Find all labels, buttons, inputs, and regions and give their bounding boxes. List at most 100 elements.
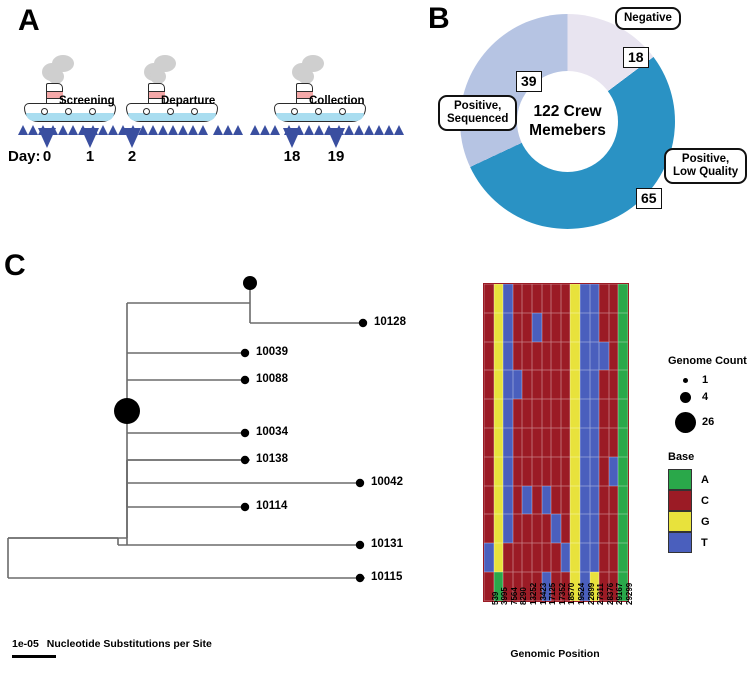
heatmap-cell bbox=[493, 485, 504, 515]
legend-title-genome-count: Genome Count bbox=[668, 355, 747, 367]
wave-icon bbox=[18, 125, 208, 135]
heatmap-cell bbox=[570, 399, 580, 428]
heatmap-cell bbox=[599, 543, 609, 572]
heatmap-cell bbox=[503, 370, 513, 400]
heatmap-cell bbox=[512, 485, 523, 515]
tree-tip-label-10034: 10034 bbox=[256, 426, 288, 438]
heatmap-cell bbox=[531, 341, 542, 371]
heatmap-cell bbox=[493, 399, 504, 428]
heatmap-cell bbox=[522, 514, 532, 544]
day-marker-1 bbox=[81, 128, 99, 148]
heatmap-cell bbox=[579, 456, 590, 486]
heatmap-cell bbox=[484, 427, 494, 457]
tree-tip-label-10039: 10039 bbox=[256, 346, 288, 358]
heatmap-x-tick: 7564 bbox=[509, 587, 519, 605]
callout-positive-sequenced: Positive, Sequenced bbox=[438, 95, 518, 132]
scale-bar-text: Nucleotide Substitutions per Site bbox=[46, 638, 212, 650]
heatmap-cell bbox=[484, 543, 494, 572]
phylogenetic-tree: 10128 10039 10088 10034 10138 10042 1011… bbox=[0, 255, 460, 658]
heatmap-cell bbox=[512, 427, 523, 457]
heatmap-cell bbox=[484, 571, 494, 601]
hull-icon bbox=[126, 103, 218, 122]
heatmap-x-tick: 8290 bbox=[519, 587, 529, 605]
heatmap-cell bbox=[579, 312, 590, 342]
heatmap-cell bbox=[522, 399, 532, 428]
heatmap-cell bbox=[589, 370, 600, 400]
heatmap-cell bbox=[618, 514, 628, 544]
legend-base-swatch bbox=[668, 511, 692, 532]
event-label-departure: Departure bbox=[161, 95, 216, 107]
tree-tip-label-10114: 10114 bbox=[256, 500, 288, 512]
heatmap-cell bbox=[560, 427, 571, 457]
heatmap-cell bbox=[522, 427, 532, 457]
panel-b-crew-donut: B 122 Crew Memebers Negative 18 Positive… bbox=[420, 0, 750, 240]
tree-tip-dot-10034 bbox=[240, 428, 250, 438]
tree-node-count-26 bbox=[114, 398, 140, 424]
heatmap-x-tick: 13252 bbox=[529, 582, 539, 605]
heatmap-cell bbox=[608, 456, 619, 486]
heatmap-cell bbox=[608, 370, 619, 400]
tree-tip-dot-10039 bbox=[240, 348, 250, 358]
heatmap-cell bbox=[589, 312, 600, 342]
heatmap-cell bbox=[503, 571, 513, 601]
heatmap-x-tick: 3995 bbox=[500, 587, 510, 605]
heatmap-cell bbox=[570, 370, 580, 400]
heatmap-cell bbox=[531, 370, 542, 400]
tree-tip-label-10115: 10115 bbox=[371, 571, 403, 583]
count-negative: 18 bbox=[623, 47, 649, 68]
heatmap-x-tick: 29299 bbox=[625, 582, 635, 605]
panel-b-letter: B bbox=[428, 2, 450, 35]
tree-tip-dot-10128 bbox=[358, 318, 368, 328]
heatmap-cell bbox=[570, 427, 580, 457]
heatmap-cell bbox=[503, 341, 513, 371]
heatmap-cell bbox=[484, 485, 494, 515]
legend-size-label: 4 bbox=[702, 391, 709, 403]
legend-size-item: 1 bbox=[668, 373, 750, 387]
heatmap-cell bbox=[570, 456, 580, 486]
heatmap-cell bbox=[589, 456, 600, 486]
heatmap-cell bbox=[522, 341, 532, 371]
tree-tip-dot-10131 bbox=[355, 540, 365, 550]
legend-base-label: T bbox=[701, 536, 708, 549]
heatmap-cell bbox=[570, 312, 580, 342]
heatmap-cell bbox=[551, 341, 561, 371]
heatmap-cell bbox=[608, 571, 619, 601]
heatmap-cell bbox=[570, 485, 580, 515]
smoke-icon bbox=[42, 55, 76, 85]
wave-icon bbox=[250, 125, 280, 135]
day-marker-19 bbox=[327, 128, 345, 148]
heatmap-cell bbox=[541, 312, 552, 342]
legend-size-dot bbox=[679, 391, 691, 403]
donut-center-line2: Memebers bbox=[529, 121, 606, 139]
heatmap-cell bbox=[512, 514, 523, 544]
heatmap-cell bbox=[618, 284, 628, 313]
legend-base-label: A bbox=[701, 473, 709, 486]
scale-bar-line bbox=[12, 655, 56, 658]
wave-icon bbox=[213, 125, 243, 135]
day-marker-2 bbox=[123, 128, 141, 148]
heatmap-cell bbox=[608, 514, 619, 544]
callout-positive-low-quality: Positive, Low Quality bbox=[664, 148, 748, 185]
heatmap-cell bbox=[493, 571, 504, 601]
heatmap-cell bbox=[589, 284, 600, 313]
legend-size-label: 1 bbox=[702, 374, 709, 386]
legend-size-label: 26 bbox=[702, 416, 715, 428]
heatmap-cell bbox=[503, 427, 513, 457]
legend-title-base: Base bbox=[668, 451, 695, 463]
legend-size-dot bbox=[674, 411, 696, 433]
heatmap-cell bbox=[512, 399, 523, 428]
heatmap-cell bbox=[579, 543, 590, 572]
heatmap-cell bbox=[531, 312, 542, 342]
heatmap-cell bbox=[541, 571, 552, 601]
heatmap-grid bbox=[483, 283, 629, 602]
tree-tip-dot-10115 bbox=[355, 573, 365, 583]
heatmap-cell bbox=[551, 370, 561, 400]
heatmap-cell bbox=[484, 514, 494, 544]
heatmap-cell bbox=[570, 284, 580, 313]
donut-center-line1: 122 Crew bbox=[533, 103, 602, 121]
heatmap-cell bbox=[541, 514, 552, 544]
heatmap-cell bbox=[618, 399, 628, 428]
day-tick-2: 2 bbox=[127, 148, 137, 165]
heatmap-cell bbox=[560, 571, 571, 601]
